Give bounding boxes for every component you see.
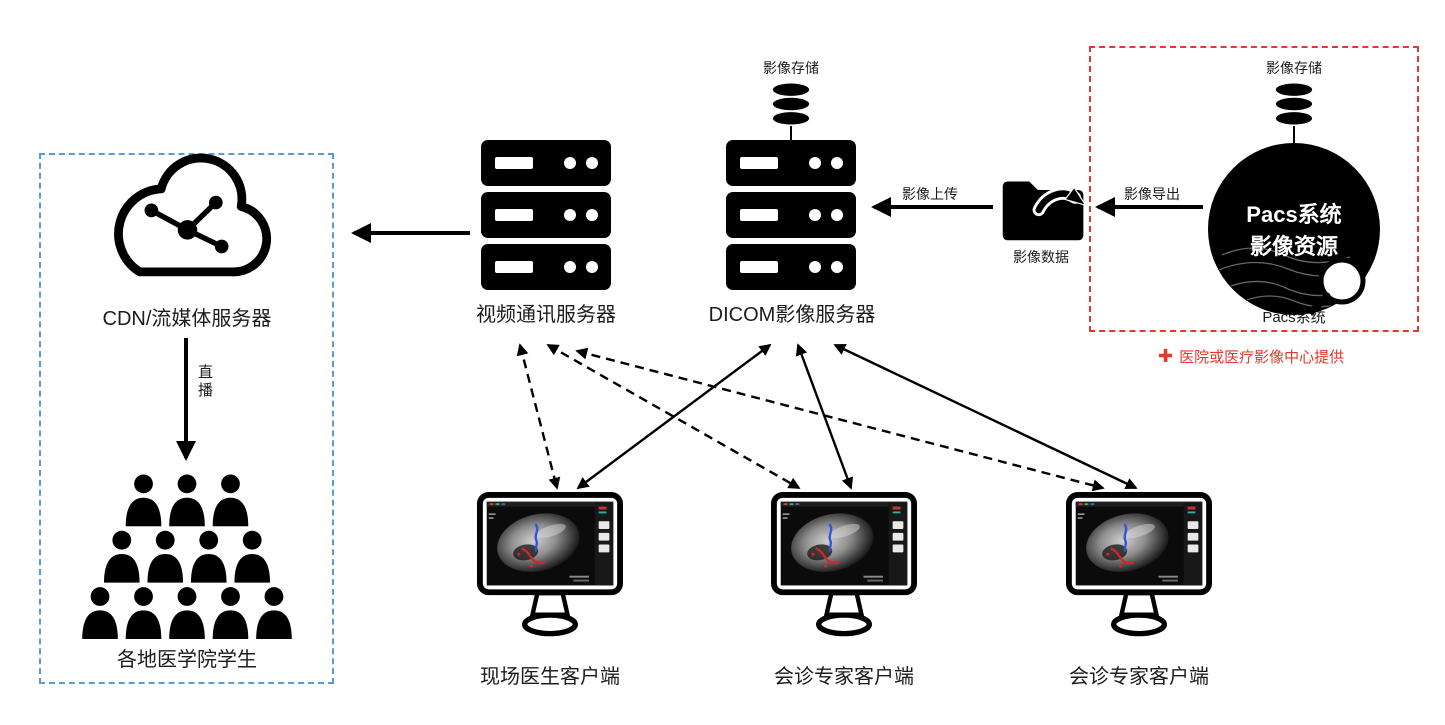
provider-note-text: 医院或医疗影像中心提供 <box>1179 349 1345 366</box>
hospital-boundary-box <box>1089 46 1419 332</box>
cdn-server-label: CDN/流媒体服务器 <box>102 308 272 330</box>
pacs-circle-icon: Pacs系统 影像资源 <box>1208 143 1380 315</box>
pacs-circle-line1: Pacs系统 <box>1246 202 1342 227</box>
dicom-database-icon <box>770 82 812 126</box>
provider-note: ✚ 医院或医疗影像中心提供 <box>1158 346 1344 367</box>
live-broadcast-label: 直播 <box>196 364 213 400</box>
client-1-label: 现场医生客户端 <box>480 666 620 688</box>
dicom-storage-label: 影像存储 <box>763 60 819 76</box>
students-label: 各地医学院学生 <box>117 649 257 671</box>
broadcast-boundary-box <box>39 153 334 684</box>
client-2-monitor-icon <box>771 492 917 638</box>
pacs-storage-label: 影像存储 <box>1266 60 1322 76</box>
pacs-database-icon <box>1273 82 1315 126</box>
pacs-circle-line2: 影像资源 <box>1249 234 1338 259</box>
upload-edge-label: 影像上传 <box>902 186 958 202</box>
export-edge-label: 影像导出 <box>1124 186 1180 202</box>
dicom-server-label: DICOM影像服务器 <box>708 304 876 326</box>
video-server-label: 视频通讯服务器 <box>476 304 616 326</box>
image-data-label: 影像数据 <box>1013 249 1069 265</box>
video-server-icon <box>481 140 611 290</box>
dicom-server-icon <box>726 140 856 290</box>
folder-export-icon <box>998 172 1090 246</box>
magnifier-icon <box>1308 257 1366 315</box>
client-3-label: 会诊专家客户端 <box>1069 666 1209 688</box>
plus-icon: ✚ <box>1158 346 1174 366</box>
crowd-icon <box>82 474 292 640</box>
pacs-contours-and-magnifier <box>1215 247 1366 315</box>
client-3-monitor-icon <box>1066 492 1212 638</box>
client-2-label: 会诊专家客户端 <box>774 666 914 688</box>
cloud-network-icon <box>85 150 290 302</box>
client-1-monitor-icon <box>477 492 623 638</box>
